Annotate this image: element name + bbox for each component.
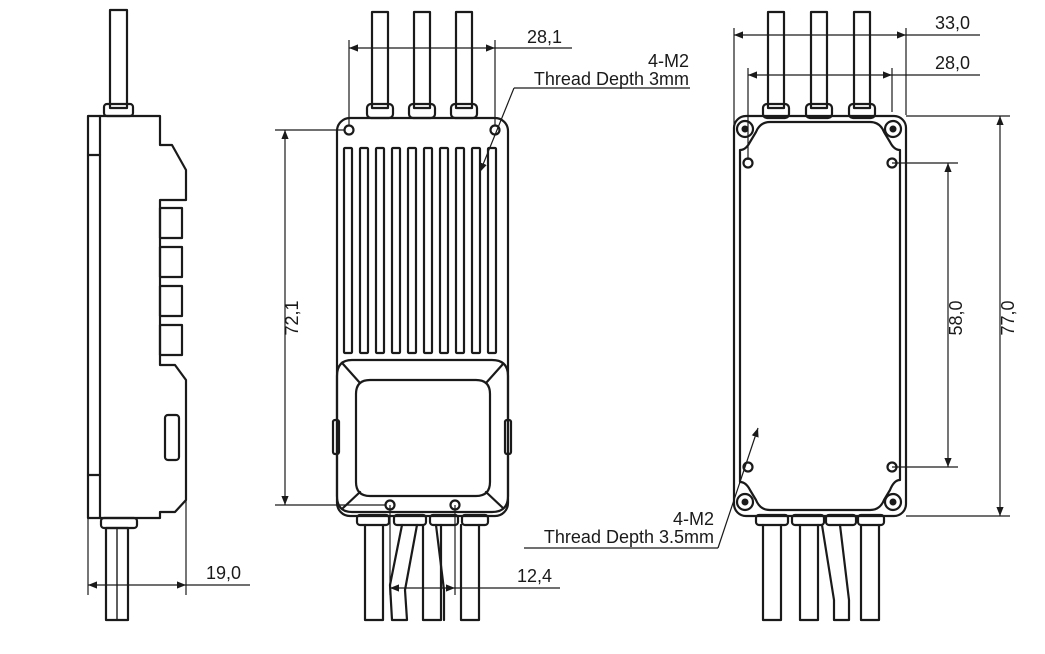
- corner-mount-hole: [883, 119, 903, 139]
- side-fin: [158, 323, 184, 357]
- side-view: 19,0: [86, 8, 250, 622]
- bottom-cable-boot: [754, 513, 790, 527]
- corner-mount-hole: [735, 119, 755, 139]
- bottom-callout-line2: Thread Depth 3.5mm: [544, 527, 714, 547]
- top-body: [335, 116, 510, 518]
- bottom-cable-boot: [856, 513, 886, 527]
- corner-mount-hole: [735, 492, 755, 512]
- top-callout-line2: Thread Depth 3mm: [534, 69, 689, 89]
- mount-hole: [343, 124, 355, 136]
- top-cable: [412, 10, 432, 110]
- top-width-dimension-label: 28,1: [527, 27, 562, 47]
- bottom-callout-leader: [717, 427, 759, 549]
- mount-hole: [742, 461, 754, 473]
- hole-spacing-dimension-label: 28,0: [935, 53, 970, 73]
- side-fin: [158, 206, 184, 240]
- bottom-spacing-dimension-label: 12,4: [517, 566, 552, 586]
- bottom-cable-boot: [460, 513, 490, 527]
- top-cable: [454, 10, 474, 110]
- outer-width-dimension-label: 33,0: [935, 13, 970, 33]
- bottom-body: [732, 114, 908, 518]
- hole-height-dimension-label: 58,0: [946, 300, 966, 335]
- side-button: [163, 413, 181, 462]
- top-view: 28,1 72,1 12,4 4-M2 Thread Depth 3mm: [275, 10, 690, 622]
- heatsink-slots: [342, 146, 498, 355]
- bottom-cables: [363, 523, 481, 622]
- side-fin: [158, 284, 184, 318]
- top-cable: [852, 10, 872, 110]
- top-cable: [370, 10, 390, 110]
- cover-plate: [331, 358, 513, 514]
- bottom-cable-boot: [790, 513, 826, 527]
- top-callout-line1: 4-M2: [648, 51, 689, 71]
- width-dimension-label: 19,0: [206, 563, 241, 583]
- bottom-cable-boot: [392, 513, 428, 527]
- side-body-outline: [86, 114, 188, 520]
- top-height-dimension-label: 72,1: [282, 300, 302, 335]
- top-cable-boot: [804, 102, 834, 120]
- bottom-recess-outline: [738, 120, 902, 512]
- side-top-cable-boot: [102, 102, 135, 118]
- top-cable-boot: [761, 102, 791, 120]
- bottom-view: 33,0 28,0 58,0 77,0 4-M2 Thread Depth 3.…: [524, 10, 1018, 622]
- side-fin: [158, 245, 184, 279]
- corner-mount-hole: [883, 492, 903, 512]
- bottom-cable-boot: [355, 513, 391, 527]
- top-cable-boot: [847, 102, 877, 120]
- bottom-cable-boot: [428, 513, 460, 527]
- side-top-cable: [108, 8, 129, 110]
- side-bottom-cable-boot: [99, 516, 139, 530]
- bottom-callout-line1: 4-M2: [673, 509, 714, 529]
- top-cable: [809, 10, 829, 110]
- top-callout-leader: [479, 87, 515, 173]
- top-cable: [766, 10, 786, 110]
- overall-height-dimension-label: 77,0: [998, 300, 1018, 335]
- bottom-cables: [761, 523, 881, 622]
